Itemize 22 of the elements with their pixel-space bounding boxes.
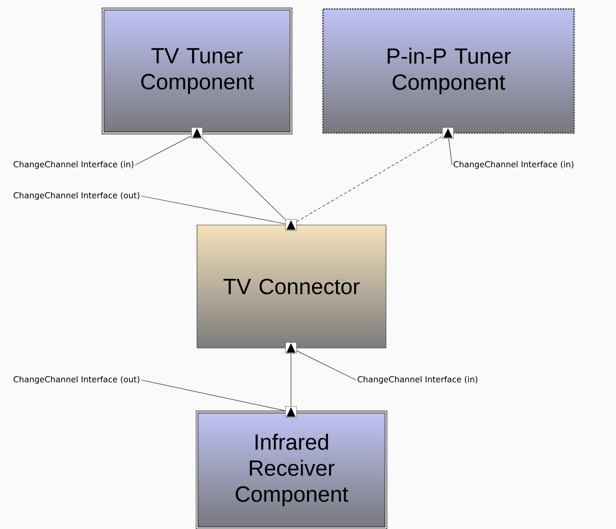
leader-line <box>296 350 356 380</box>
port-square <box>442 127 454 139</box>
port-square <box>285 219 297 231</box>
leader-line <box>140 196 286 224</box>
component-box: TV Tuner Component <box>102 8 292 134</box>
port-square <box>285 342 297 354</box>
leader-line <box>140 380 286 412</box>
interface-label: ChangeChannel Interface (out) <box>14 376 140 384</box>
interface-label: ChangeChannel Interface (in) <box>14 161 134 169</box>
interface-label: ChangeChannel Interface (in) <box>358 376 478 384</box>
interface-label: ChangeChannel Interface (in) <box>454 161 574 169</box>
connector-line <box>296 136 443 222</box>
leader-line <box>134 136 192 166</box>
port-square <box>191 127 203 139</box>
component-box: P-in-P Tuner Component <box>322 8 575 134</box>
port-square <box>285 406 297 418</box>
interface-label: ChangeChannel Interface (out) <box>14 192 140 200</box>
component-box: TV Connector <box>196 224 386 348</box>
leader-line <box>448 138 452 166</box>
connector-line <box>202 138 286 220</box>
connector-line <box>290 353 292 407</box>
component-box: Infrared Receiver Component <box>196 410 388 529</box>
